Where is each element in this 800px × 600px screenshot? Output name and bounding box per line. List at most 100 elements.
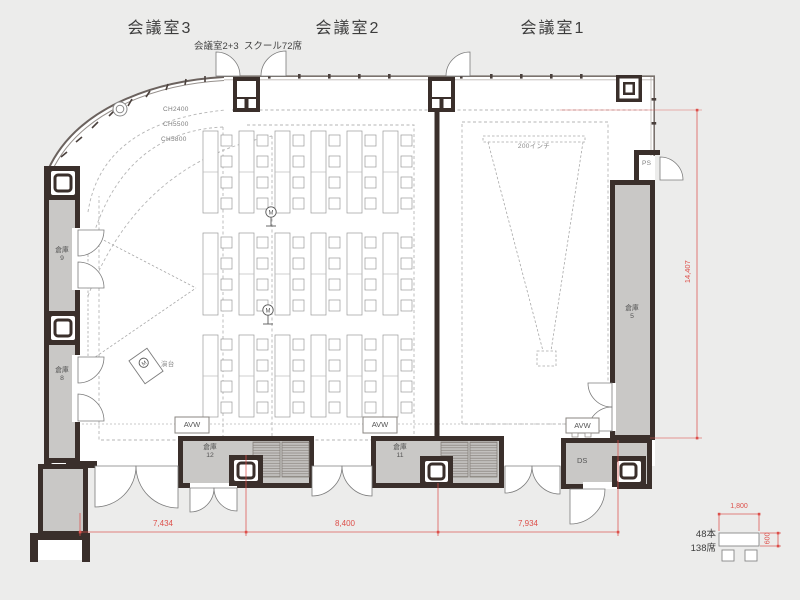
- chair: [220, 380, 233, 393]
- chair: [256, 338, 269, 351]
- chair: [256, 278, 269, 291]
- chair: [220, 176, 233, 189]
- room1-title: 会議室1: [520, 20, 586, 37]
- dimension-points: [78, 108, 780, 548]
- chair: [328, 236, 341, 249]
- chair: [328, 401, 341, 414]
- chair: [292, 380, 305, 393]
- chair: [328, 155, 341, 168]
- storage-number: 11: [396, 452, 404, 460]
- chair: [364, 134, 377, 147]
- stacked-chairs-storage: [281, 441, 310, 478]
- chair: [220, 197, 233, 210]
- chair: [364, 401, 377, 414]
- chair: [256, 155, 269, 168]
- projector: [536, 350, 557, 367]
- avw-label: AVW: [574, 421, 591, 430]
- projection-cone-room1: [482, 135, 586, 367]
- avw-label: AVW: [183, 420, 201, 429]
- chair: [400, 299, 413, 312]
- chair: [328, 134, 341, 147]
- chair: [256, 401, 269, 414]
- chair: [328, 380, 341, 393]
- seating-layout-label: スクール72席: [243, 41, 302, 52]
- dimension-14407: 14,407: [682, 260, 692, 284]
- chair: [220, 278, 233, 291]
- chair: [292, 176, 305, 189]
- chair: [292, 359, 305, 372]
- partition-wall: [434, 108, 440, 440]
- storage8-label: 倉庫 8: [55, 367, 69, 384]
- storage-name: 倉庫: [625, 305, 639, 312]
- chair: [220, 401, 233, 414]
- storage11-label: 倉庫 11: [393, 444, 407, 461]
- chair: [256, 236, 269, 249]
- chair: [400, 176, 413, 189]
- chair: [220, 155, 233, 168]
- chair: [400, 338, 413, 351]
- dimension-8400: 8,400: [334, 519, 356, 528]
- chair: [364, 236, 377, 249]
- storage-name: 倉庫: [55, 247, 69, 254]
- room2-title: 会議室2: [315, 20, 381, 37]
- chair: [328, 257, 341, 270]
- chair: [256, 380, 269, 393]
- chair: [292, 278, 305, 291]
- chair: [364, 359, 377, 372]
- chair: [364, 380, 377, 393]
- screen-size-label: 200インチ: [517, 143, 551, 150]
- chair: [256, 176, 269, 189]
- chair: [400, 197, 413, 210]
- chair: [292, 338, 305, 351]
- chair: [328, 278, 341, 291]
- chair: [292, 155, 305, 168]
- chair: [400, 134, 413, 147]
- storage-name: 倉庫: [393, 444, 407, 451]
- chair: [400, 380, 413, 393]
- avw-box: [174, 416, 600, 438]
- mic-label: M: [141, 360, 149, 368]
- chair: [256, 257, 269, 270]
- ceiling-height-5500: CH5500: [163, 121, 189, 128]
- chair: [400, 236, 413, 249]
- storage-number: 8: [60, 375, 64, 383]
- screen-200inch: [482, 135, 586, 143]
- legend-table-diagram: [718, 532, 760, 562]
- dimension-7434: 7,434: [152, 519, 174, 528]
- avw-label: AVW: [371, 420, 389, 429]
- chair: [328, 338, 341, 351]
- chair: [256, 197, 269, 210]
- chair: [328, 197, 341, 210]
- legend-seat-count: 138席: [690, 543, 716, 554]
- chair: [220, 134, 233, 147]
- dimension-7934: 7,934: [517, 519, 539, 528]
- school-tables: [202, 130, 413, 418]
- room3-title: 会議室3: [127, 20, 193, 37]
- chair: [400, 359, 413, 372]
- walls: [30, 74, 660, 562]
- legend-table-count: 48本: [695, 529, 716, 540]
- chair: [400, 155, 413, 168]
- dimension-600: 600: [764, 532, 772, 545]
- chair: [292, 197, 305, 210]
- chair: [220, 236, 233, 249]
- ceiling-height-5800: CH5800: [161, 136, 187, 143]
- chair: [364, 257, 377, 270]
- chair: [328, 359, 341, 372]
- chair: [364, 338, 377, 351]
- dimension-1800: 1,800: [730, 503, 748, 510]
- chair: [400, 278, 413, 291]
- column: [233, 75, 642, 112]
- chair: [292, 401, 305, 414]
- storage12-label: 倉庫 12: [203, 444, 217, 461]
- chair: [364, 155, 377, 168]
- chair: [292, 134, 305, 147]
- chair: [220, 257, 233, 270]
- storage-name: 倉庫: [55, 367, 69, 374]
- dimension-lines: [79, 109, 781, 547]
- mic-label: M: [269, 211, 274, 217]
- chair: [364, 197, 377, 210]
- microphone: [262, 206, 277, 325]
